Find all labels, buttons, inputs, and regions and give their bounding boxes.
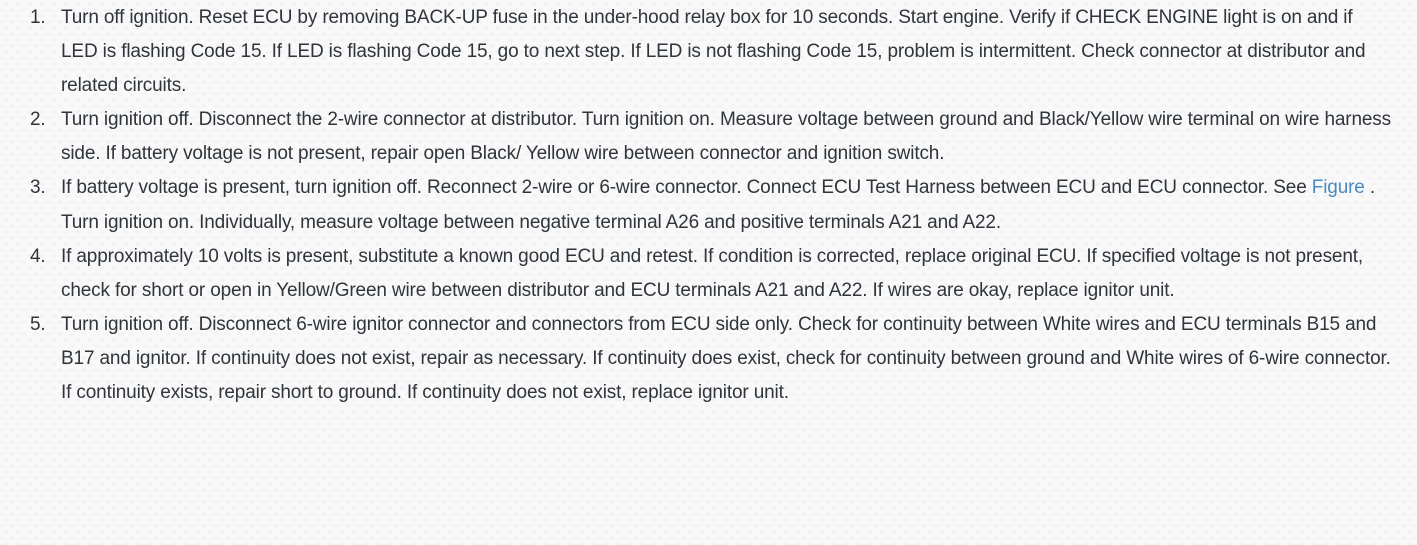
procedure-steps-list: 1. Turn off ignition. Reset ECU by remov…: [30, 1, 1393, 410]
step-text: Turn ignition off. Disconnect the 2-wire…: [61, 109, 1392, 165]
step-number: 2.: [30, 109, 46, 131]
figure-link[interactable]: Figure: [1311, 177, 1365, 199]
step-text: If approximately 10 volts is present, su…: [61, 245, 1364, 301]
step-text-after-link: . Turn ignition on. Individually, measur…: [61, 177, 1375, 233]
step-number: 1.: [30, 7, 46, 28]
step-item-2: 2. Turn ignition off. Disconnect the 2-w…: [30, 103, 1393, 171]
step-text-before-link: If battery voltage is present, turn igni…: [61, 177, 1312, 199]
step-text: Turn off ignition. Reset ECU by removing…: [61, 7, 1366, 97]
step-text: Turn ignition off. Disconnect 6-wire ign…: [61, 313, 1391, 404]
step-number: 3.: [30, 177, 46, 199]
step-text: If battery voltage is present, turn igni…: [61, 171, 1393, 239]
step-number: 4.: [30, 245, 46, 267]
step-number: 5.: [30, 313, 46, 335]
step-item-4: 4. If approximately 10 volts is present,…: [30, 240, 1393, 308]
step-item-3: 3. If battery voltage is present, turn i…: [30, 171, 1393, 239]
step-item-1: 1. Turn off ignition. Reset ECU by remov…: [30, 1, 1393, 103]
step-item-5: 5. Turn ignition off. Disconnect 6-wire …: [30, 308, 1393, 410]
